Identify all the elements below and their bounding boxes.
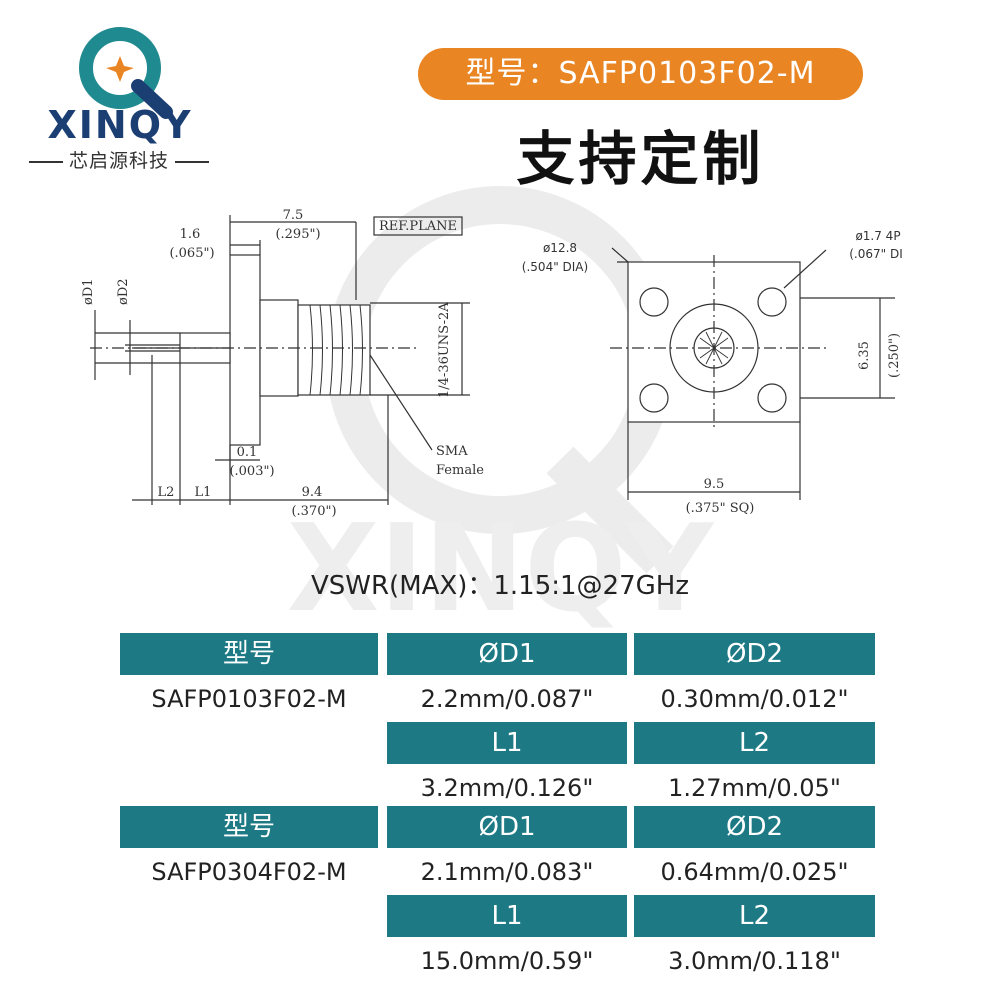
vswr-spec: VSWR(MAX)：1.15:1@27GHz <box>310 571 689 601</box>
model-value-1: SAFP0103F02-M <box>151 685 347 713</box>
head-l1-1: L1 <box>387 722 627 764</box>
hole-label: ø1.7 4P <box>855 229 900 243</box>
logo-subtitle: 芯启源科技 <box>20 146 218 173</box>
sma-label: SMA <box>436 444 468 459</box>
dim-1-6: 1.6 <box>180 227 201 242</box>
dim-9-4: 9.4 <box>302 485 323 500</box>
head-model-2: 型号 <box>120 806 378 848</box>
l2-value-1: 1.27mm/0.05" <box>668 774 841 802</box>
l1-label: L1 <box>195 485 212 500</box>
head-d2-2: ØD2 <box>634 806 875 848</box>
head-l2-1: L2 <box>634 722 875 764</box>
female-label: Female <box>436 463 484 478</box>
dim-370: (.370") <box>291 504 336 519</box>
dim-7-5: 7.5 <box>283 208 304 223</box>
dim-295: (.295") <box>275 227 320 242</box>
head-d2-1: ØD2 <box>634 633 875 675</box>
d2-label: øD2 <box>116 278 131 305</box>
l1-value-1: 3.2mm/0.126" <box>420 774 594 802</box>
ref-plane-label: REF.PLANE <box>379 219 457 234</box>
logo: XINQY <box>47 27 192 147</box>
model-badge: 型号：SAFP0103F02-M <box>418 48 863 100</box>
model-value-2: SAFP0304F02-M <box>151 858 347 886</box>
dia-504: (.504" DIA) <box>522 260 588 274</box>
head-l1-2: L1 <box>387 895 627 937</box>
dim-6-35: 6.35 <box>857 341 872 370</box>
head-d1-1: ØD1 <box>387 633 627 675</box>
thread-label: 1/4-36UNS-2A <box>437 302 452 398</box>
logo-name: XINQY <box>47 103 192 147</box>
d2-value-2: 0.64mm/0.025" <box>660 858 849 886</box>
l2-value-2: 3.0mm/0.118" <box>668 947 841 975</box>
head-d1-2: ØD1 <box>387 806 627 848</box>
dia-12-8: ø12.8 <box>543 241 577 255</box>
dim-0-1: 0.1 <box>237 445 258 460</box>
d1-value-2: 2.1mm/0.083" <box>420 858 594 886</box>
head-model-1: 型号 <box>120 633 378 675</box>
l1-value-2: 15.0mm/0.59" <box>420 947 594 975</box>
technical-drawing: 7.5 (.295") 1.6 (.065") REF.PLANE øD1 øD… <box>81 208 903 519</box>
watermark-text: XINQY <box>287 500 716 639</box>
dim-250: (.250") <box>887 333 902 378</box>
d1-label: øD1 <box>81 278 96 305</box>
dim-065: (.065") <box>169 246 214 261</box>
custom-title: 支持定制 <box>516 125 765 193</box>
head-l2-2: L2 <box>634 895 875 937</box>
l2-label: L2 <box>158 485 175 500</box>
hole-inch: (.067" DI <box>849 247 903 261</box>
dim-003: (.003") <box>229 464 274 479</box>
d1-value-1: 2.2mm/0.087" <box>420 685 594 713</box>
dim-375: (.375" SQ) <box>686 501 755 516</box>
d2-value-1: 0.30mm/0.012" <box>660 685 849 713</box>
dim-9-5: 9.5 <box>704 477 725 492</box>
